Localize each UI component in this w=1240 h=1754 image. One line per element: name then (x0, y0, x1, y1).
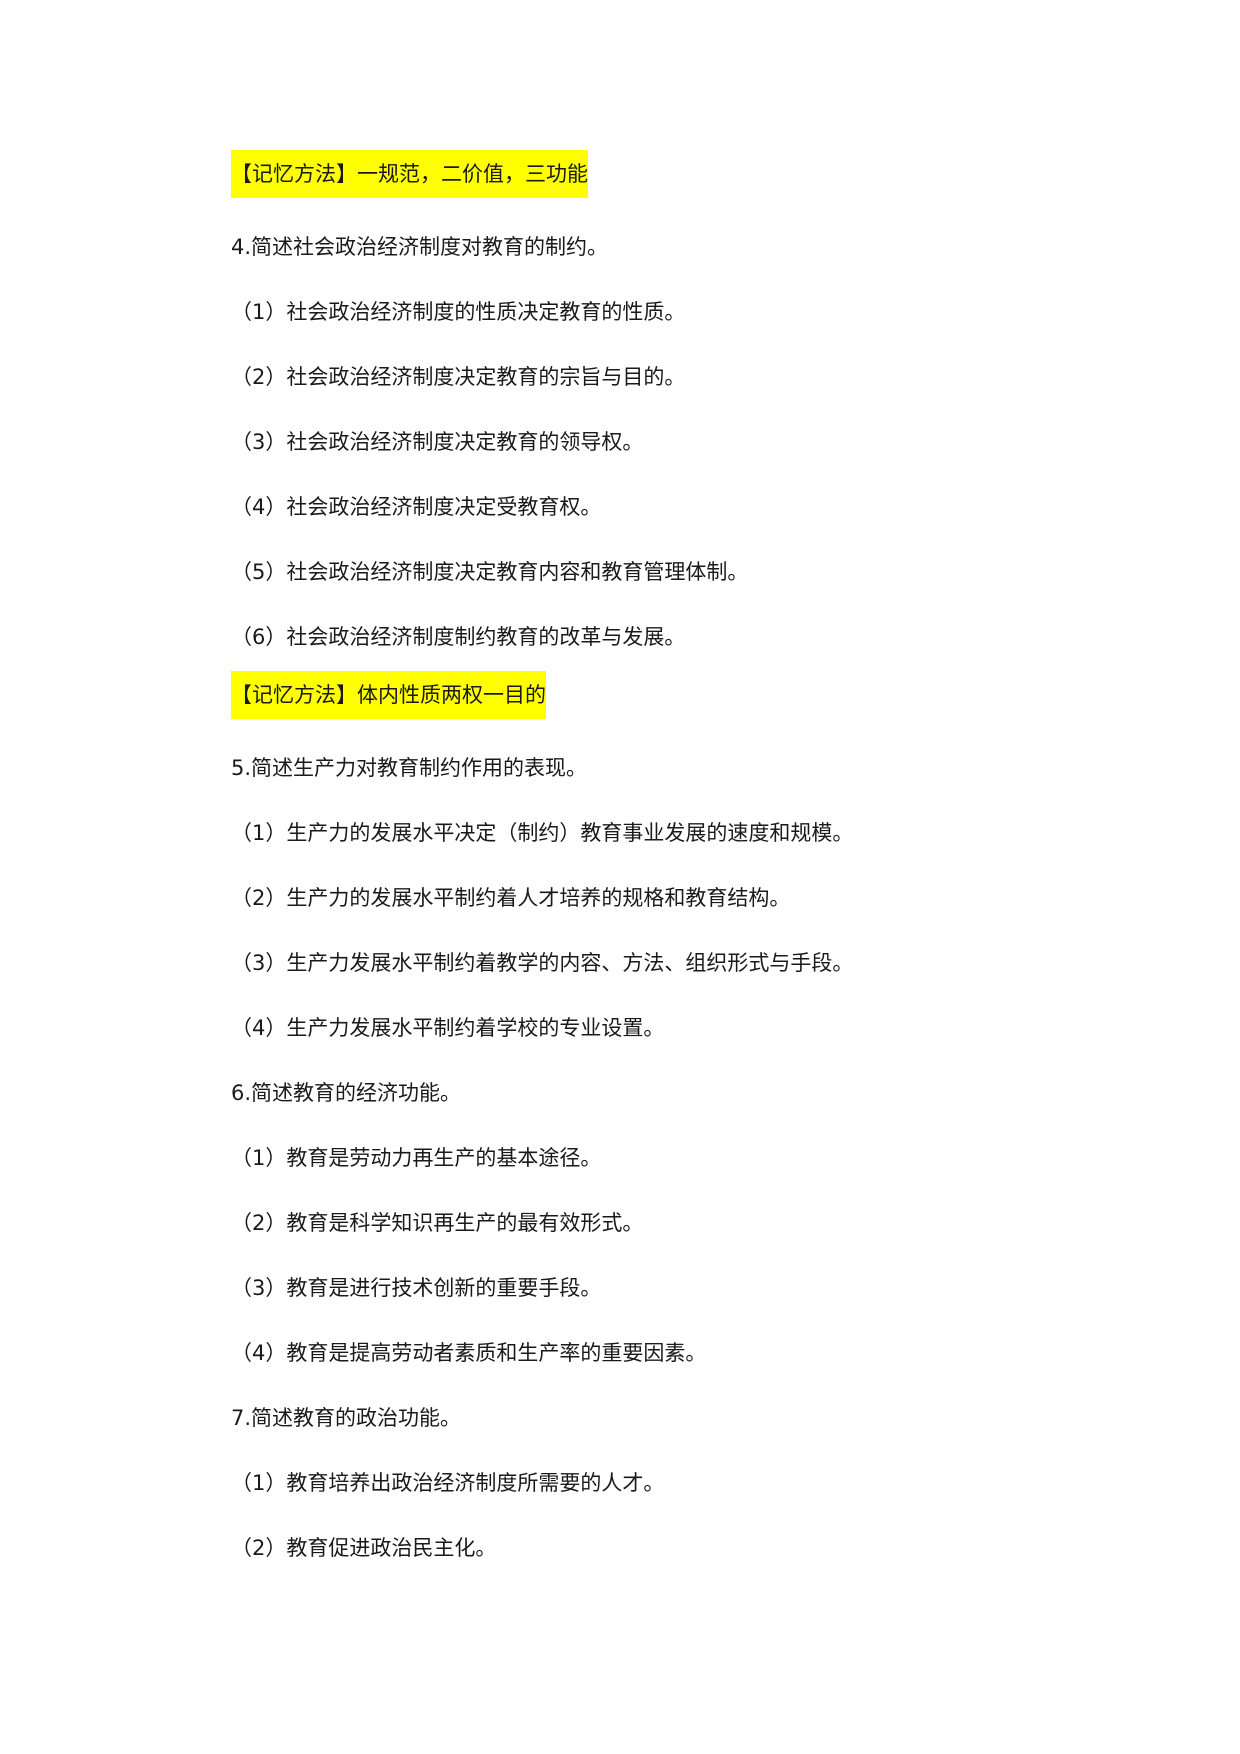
question-4-point-5: （5）社会政治经济制度决定教育内容和教育管理体制。 (231, 560, 749, 584)
question-7: 7.简述教育的政治功能。 (231, 1406, 462, 1430)
question-5-point-2: （2）生产力的发展水平制约着人才培养的规格和教育结构。 (231, 886, 791, 910)
question-6-point-1: （1）教育是劳动力再生产的基本途径。 (231, 1146, 602, 1170)
question-4-point-4: （4）社会政治经济制度决定受教育权。 (231, 495, 602, 519)
question-4: 4.简述社会政治经济制度对教育的制约。 (231, 235, 609, 259)
question-4-point-1: （1）社会政治经济制度的性质决定教育的性质。 (231, 300, 686, 324)
question-4-point-3: （3）社会政治经济制度决定教育的领导权。 (231, 430, 644, 454)
question-5-point-4: （4）生产力发展水平制约着学校的专业设置。 (231, 1016, 665, 1040)
question-7-point-2: （2）教育促进政治民主化。 (231, 1536, 497, 1560)
question-6-point-4: （4）教育是提高劳动者素质和生产率的重要因素。 (231, 1341, 707, 1365)
question-5-point-3: （3）生产力发展水平制约着教学的内容、方法、组织形式与手段。 (231, 951, 854, 975)
question-5-point-1: （1）生产力的发展水平决定（制约）教育事业发展的速度和规模。 (231, 821, 854, 845)
question-6: 6.简述教育的经济功能。 (231, 1081, 462, 1105)
question-6-point-3: （3）教育是进行技术创新的重要手段。 (231, 1276, 602, 1300)
question-7-point-1: （1）教育培养出政治经济制度所需要的人才。 (231, 1471, 665, 1495)
memory-tip-2: 【记忆方法】体内性质两权一目的 (231, 671, 546, 719)
question-5: 5.简述生产力对教育制约作用的表现。 (231, 756, 588, 780)
question-4-point-6: （6）社会政治经济制度制约教育的改革与发展。 (231, 625, 686, 649)
question-4-point-2: （2）社会政治经济制度决定教育的宗旨与目的。 (231, 365, 686, 389)
question-6-point-2: （2）教育是科学知识再生产的最有效形式。 (231, 1211, 644, 1235)
memory-tip-1: 【记忆方法】一规范，二价值，三功能 (231, 150, 588, 198)
